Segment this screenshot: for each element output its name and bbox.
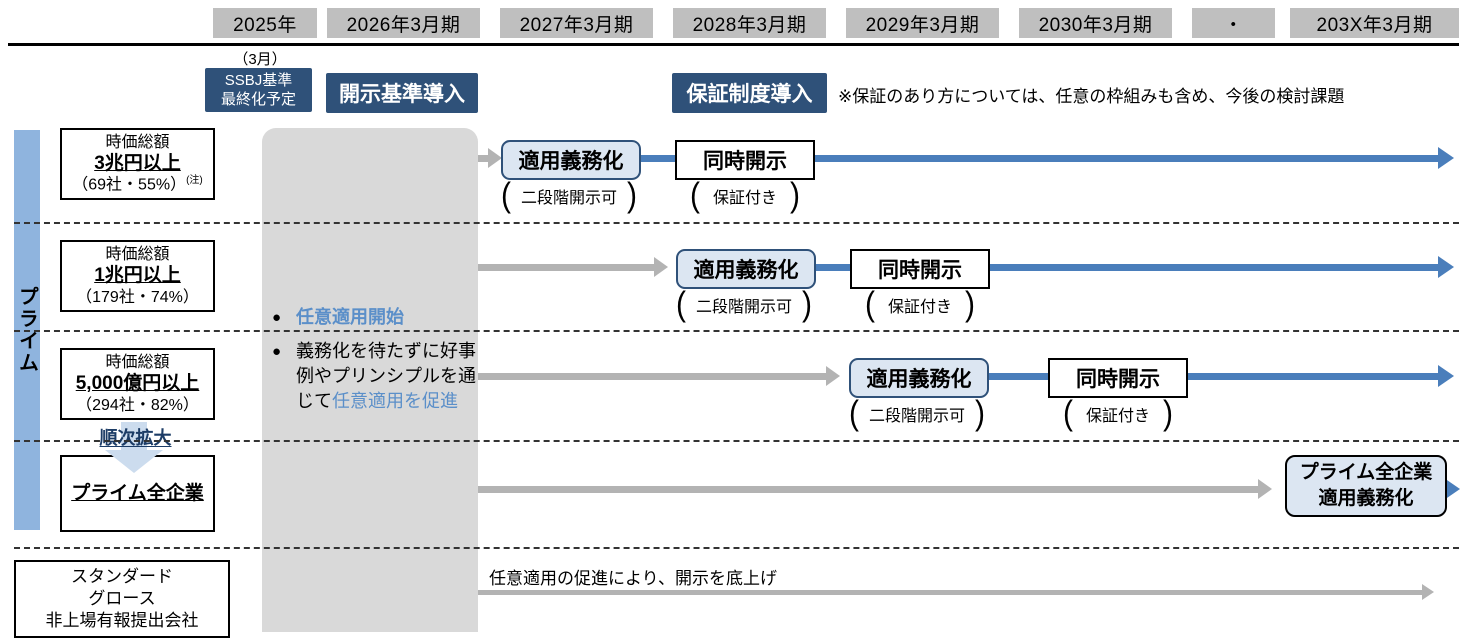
row-1-obligation-box: 適用義務化 xyxy=(501,140,641,180)
row-2-disclosure-box: 同時開示 xyxy=(850,249,990,289)
category-box-3trillion: 時価総額 3兆円以上 （69社・55%）(注) xyxy=(60,128,215,200)
bottom-gray-arrowhead-icon xyxy=(1422,584,1434,600)
category-1-threshold: 3兆円以上 xyxy=(94,153,181,175)
row-2-gray-arrowhead-icon xyxy=(654,257,668,277)
category-1-footnote-mark: (注) xyxy=(186,175,203,187)
category-2-count: （179社・74%） xyxy=(76,288,199,306)
category-1-count: （69社・55%）(注) xyxy=(72,175,203,194)
bullet-1-text: 任意適用開始 xyxy=(296,307,404,327)
row-3-obligation-note: 二段階開示可 xyxy=(849,399,985,429)
row-4-final-obligation-box: プライム全企業 適用義務化 xyxy=(1285,455,1447,517)
row-2-blue-line xyxy=(812,264,1440,271)
bullet-2-text: 義務化を待たずに好事例やプリンシプルを通じて xyxy=(296,341,476,411)
row-4-blue-arrowhead-icon xyxy=(1444,478,1460,500)
row-2-disclosure-note: 保証付き xyxy=(865,290,975,320)
row-3-gray-line xyxy=(478,373,826,380)
row-2-obligation-note: 二段階開示可 xyxy=(676,290,812,320)
category-3-count: （294社・82%） xyxy=(76,396,199,414)
row-3-disclosure-box: 同時開示 xyxy=(1048,358,1188,398)
category-3-title: 時価総額 xyxy=(105,353,170,371)
row-1-disclosure-note: 保証付き xyxy=(690,181,800,211)
bullet-item-1: 任意適用開始 xyxy=(272,305,477,330)
row-3-blue-arrowhead-icon xyxy=(1438,365,1454,387)
bottom-row-label: 任意適用の促進により、開示を底上げ xyxy=(489,569,777,588)
row-1-blue-line xyxy=(640,155,1440,162)
row-3-gray-arrowhead-icon xyxy=(826,366,840,386)
disclosure-standard-badge: 開示基準導入 xyxy=(326,73,478,113)
bottom-gray-line xyxy=(478,590,1422,595)
row-3-obligation-box: 適用義務化 xyxy=(849,358,989,398)
final-box-line-1: プライム全企業 xyxy=(1299,462,1433,483)
row-separator-1 xyxy=(14,222,1459,224)
row-separator-2 xyxy=(14,330,1459,332)
year-cell-203x: 203X年3月期 xyxy=(1290,8,1459,38)
row-1-disclosure-box: 同時開示 xyxy=(675,140,815,180)
category-2-threshold: 1兆円以上 xyxy=(94,265,181,287)
assurance-footnote: ※保証のあり方については、任意の枠組みも含め、今後の検討課題 xyxy=(838,87,1345,106)
final-box-line-2: 適用義務化 xyxy=(1318,488,1414,509)
voluntary-application-bullets: 任意適用開始 義務化を待たずに好事例やプリンシプルを通じて任意適用を促進 xyxy=(272,305,477,423)
assurance-system-badge: 保証制度導入 xyxy=(672,73,827,113)
header-divider-rule xyxy=(8,43,1459,46)
row-1-gray-arrowhead-icon xyxy=(488,148,502,168)
row-separator-3 xyxy=(14,440,1459,442)
row-3-blue-line xyxy=(985,373,1440,380)
row-2-obligation-box: 適用義務化 xyxy=(676,249,816,289)
bottom-box-line-1: スタンダード xyxy=(71,566,173,586)
row-1-blue-arrowhead-icon xyxy=(1438,147,1454,169)
month-note-label: （3月） xyxy=(233,51,287,68)
category-3-threshold: 5,000億円以上 xyxy=(75,373,200,395)
row-1-obligation-note: 二段階開示可 xyxy=(501,181,637,211)
category-box-500billion: 時価総額 5,000億円以上 （294社・82%） xyxy=(60,348,215,420)
year-cell-ellipsis: ・ xyxy=(1192,8,1275,38)
year-cell-2027: 2027年3月期 xyxy=(500,8,653,38)
bottom-box-line-3: 非上場有報提出会社 xyxy=(45,611,199,631)
bullet-2-highlight: 任意適用を促進 xyxy=(332,391,458,411)
year-cell-2025: 2025年 xyxy=(213,8,317,38)
year-cell-2030: 2030年3月期 xyxy=(1019,8,1172,38)
gradual-expansion-arrow-icon xyxy=(105,422,163,473)
row-4-gray-arrowhead-icon xyxy=(1258,479,1272,499)
gradual-expansion-label: 順次拡大 xyxy=(99,428,172,448)
year-cell-2028: 2028年3月期 xyxy=(673,8,826,38)
row-2-gray-line xyxy=(478,264,654,271)
bottom-box-line-2: グロース xyxy=(88,588,156,608)
category-2-title: 時価総額 xyxy=(105,245,170,263)
standard-growth-box: スタンダード グロース 非上場有報提出会社 xyxy=(14,560,230,638)
row-3-disclosure-note: 保証付き xyxy=(1063,399,1173,429)
category-1-title: 時価総額 xyxy=(105,133,170,151)
row-2-blue-arrowhead-icon xyxy=(1438,256,1454,278)
year-cell-2029: 2029年3月期 xyxy=(846,8,999,38)
ssbj-standard-badge: SSBJ基準 最終化予定 xyxy=(205,68,312,112)
ssbj-line-2: 最終化予定 xyxy=(220,91,296,108)
category-box-1trillion: 時価総額 1兆円以上 （179社・74%） xyxy=(60,240,215,312)
row-1-gray-line xyxy=(478,155,488,162)
ssbj-line-1: SSBJ基準 xyxy=(224,72,293,89)
category-4-threshold: プライム全企業 xyxy=(71,482,204,504)
row-separator-4 xyxy=(14,547,1459,549)
bullet-item-2: 義務化を待たずに好事例やプリンシプルを通じて任意適用を促進 xyxy=(272,339,477,414)
year-cell-2026: 2026年3月期 xyxy=(327,8,480,38)
row-4-gray-line xyxy=(478,486,1258,493)
